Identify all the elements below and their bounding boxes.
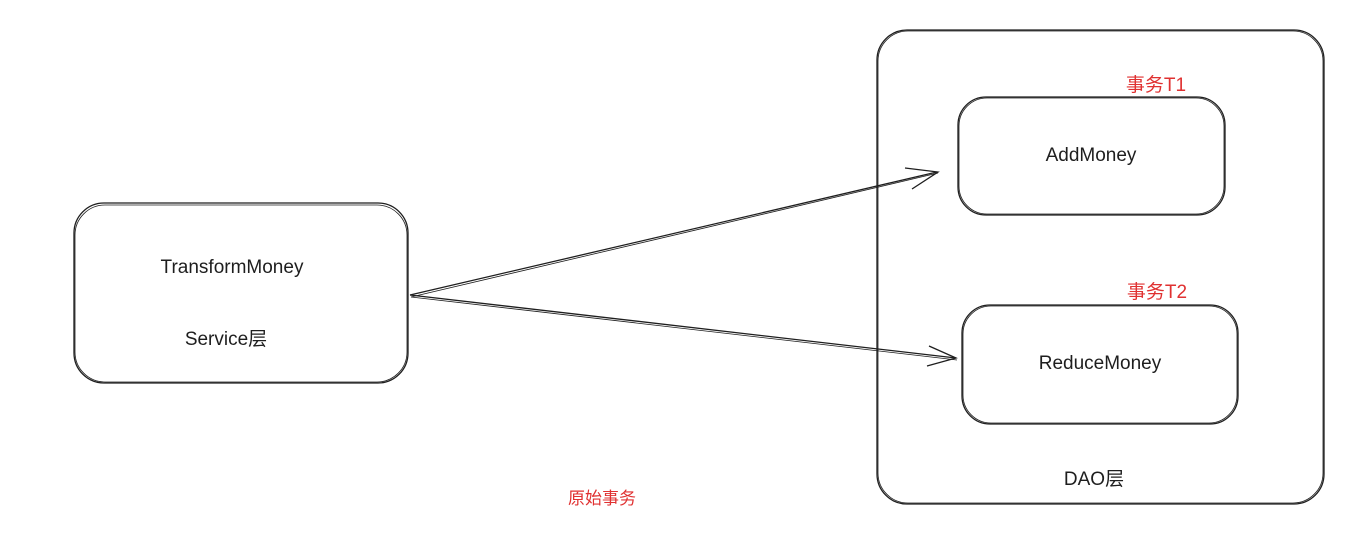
reduce-money-label: ReduceMoney: [1038, 353, 1162, 374]
service-layer-label: Service层: [184, 329, 268, 350]
reduce-money-box: [961, 304, 1239, 425]
add-money-box: [957, 96, 1226, 216]
service-title: TransformMoney: [160, 257, 304, 278]
service-box: [73, 202, 409, 384]
caption: 原始事务: [568, 489, 636, 508]
add-money-label: AddMoney: [1045, 145, 1137, 166]
transaction-t2-label: 事务T2: [1126, 282, 1188, 303]
dao-layer-label: DAO层: [1063, 469, 1125, 490]
arrow-to-add-money: [409, 167, 940, 298]
dao-container: [876, 29, 1325, 505]
transaction-t1-label: 事务T1: [1125, 75, 1187, 96]
arrow-to-reduce-money: [409, 294, 958, 367]
